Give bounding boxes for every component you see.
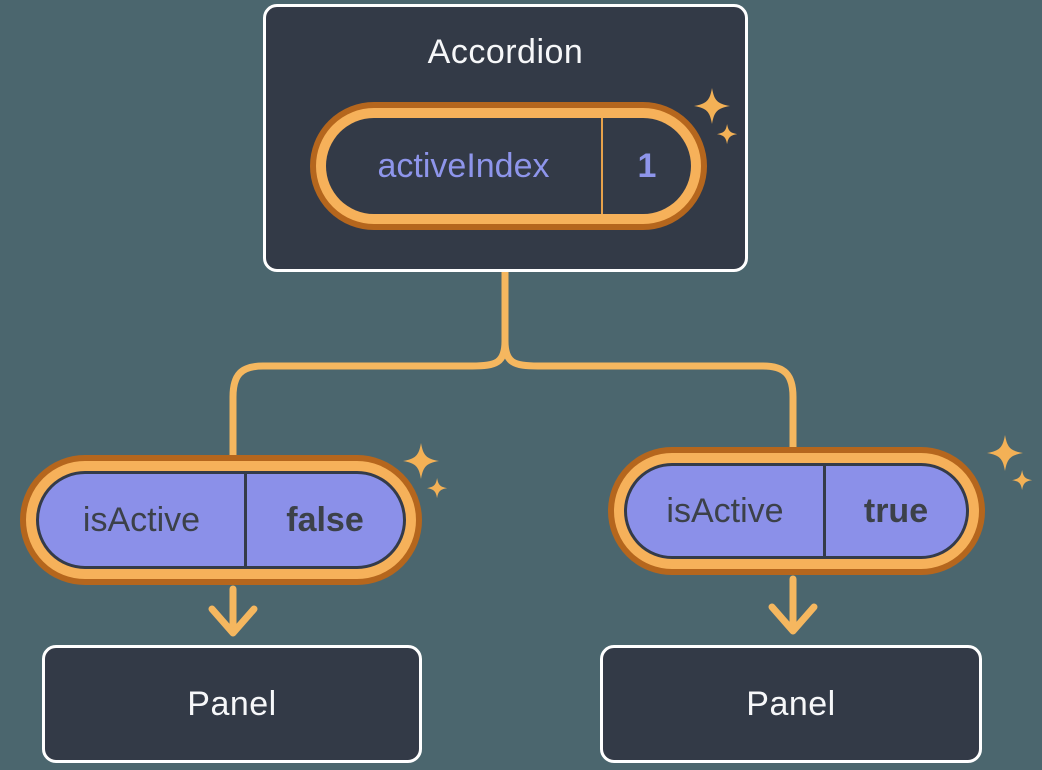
panel-node-right: Panel [600, 645, 982, 763]
accordion-title: Accordion [427, 33, 584, 71]
child-pill-divider [244, 474, 247, 566]
child-state-pill-true: isActive true [608, 447, 985, 575]
child-state-name: isActive [666, 491, 784, 530]
child-state-pill-false: isActive false [20, 455, 422, 585]
child-pill-divider [823, 466, 826, 556]
root-state-name: activeIndex [377, 146, 550, 185]
root-state-value: 1 [637, 146, 657, 185]
panel-label: Panel [746, 684, 836, 723]
panel-node-left: Panel [42, 645, 422, 763]
root-pill-divider [601, 118, 603, 214]
connector-branch-left [229, 337, 509, 462]
child-state-name: isActive [82, 500, 201, 539]
arrow-right-head [768, 603, 818, 635]
root-state-pill: activeIndex 1 [310, 102, 707, 230]
child-state-value: true [863, 491, 929, 530]
sparkle-icon [987, 435, 1033, 491]
arrow-left-head [208, 605, 258, 637]
child-state-value: false [286, 500, 364, 539]
connector-branch-right [501, 337, 797, 454]
panel-label: Panel [187, 684, 277, 723]
